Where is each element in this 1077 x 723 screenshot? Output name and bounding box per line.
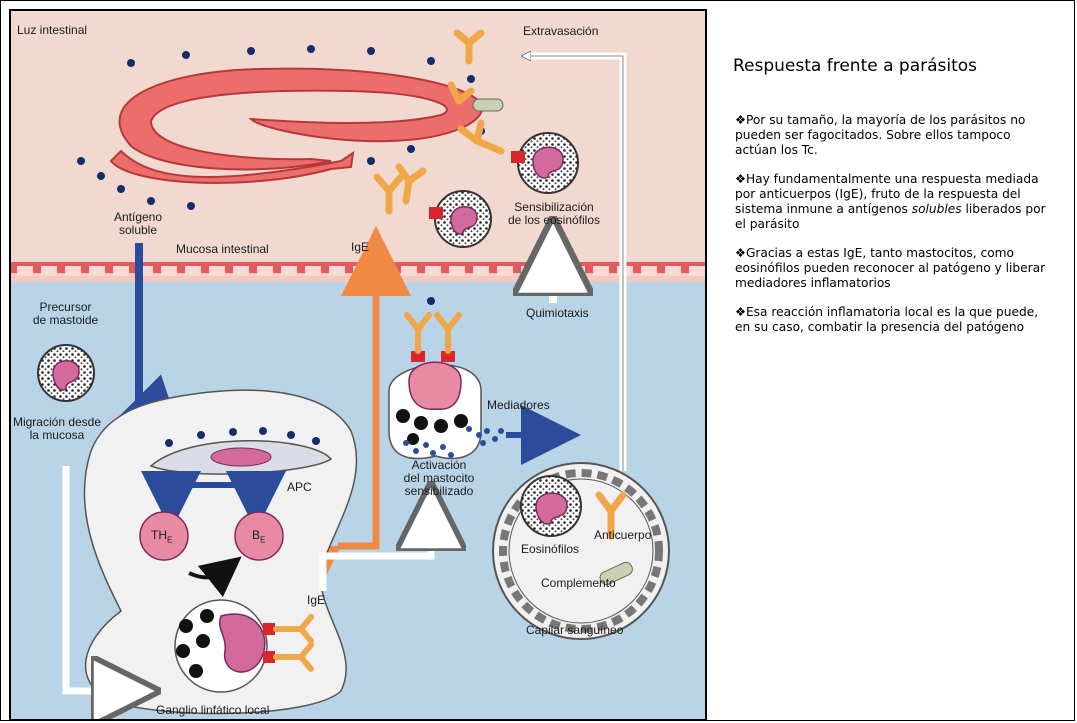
complement-fragment-lumen: [473, 99, 503, 111]
bullet-2-symbol: ❖: [735, 172, 746, 186]
bullet-2: ❖Hay fundamentalmente una respuesta medi…: [735, 172, 1055, 232]
label-extravasacion: Extravasación: [523, 25, 598, 38]
label-antigeno-line2: soluble: [103, 224, 173, 237]
label-apc: APC: [287, 481, 312, 494]
label-precursor: Precursor de mastoide: [23, 301, 108, 327]
label-ige-top: IgE: [351, 241, 369, 254]
label-ganglio: Ganglio linfático local: [156, 704, 269, 717]
bullet-1-symbol: ❖: [735, 113, 746, 127]
bullet-3-symbol: ❖: [735, 246, 746, 260]
bullet-4-text: Esa reacción inflamatoria local es la qu…: [735, 305, 1038, 334]
slide-title: Respuesta frente a parásitos: [733, 56, 977, 76]
label-anticuerpo: Anticuerpo: [594, 529, 651, 542]
bullet-3-text: Gracias a estas IgE, tanto mastocitos, c…: [735, 246, 1045, 290]
label-th: THE: [151, 529, 172, 546]
label-capilar: Capilar sanguíneo: [526, 624, 623, 637]
bullet-3: ❖Gracias a estas IgE, tanto mastocitos, …: [735, 246, 1055, 291]
label-sensibilizacion: Sensibilización de los eosinófilos: [499, 201, 609, 227]
label-luz-intestinal: Luz intestinal: [17, 24, 87, 37]
label-activacion: Activación del mastocito sensibilizado: [379, 459, 499, 498]
label-b: BE: [252, 529, 265, 546]
bullet-2-italic: solubles: [912, 202, 962, 216]
label-antigeno: Antígeno soluble: [103, 211, 173, 237]
bullet-1-text: Por su tamaño, la mayoría de los parásit…: [735, 113, 1025, 157]
bullet-4: ❖Esa reacción inflamatoria local es la q…: [735, 305, 1055, 335]
label-migracion-line2: la mucosa: [11, 429, 103, 442]
label-th-sub: E: [167, 535, 172, 544]
label-mucosa: Mucosa intestinal: [176, 243, 269, 256]
bullet-list: ❖Por su tamaño, la mayoría de los parási…: [735, 113, 1055, 349]
label-mediadores: Mediadores: [487, 399, 550, 412]
label-b-sub: E: [260, 535, 265, 544]
label-complemento: Complemento: [541, 577, 616, 590]
label-sensibilizacion-line2: de los eosinófilos: [499, 214, 609, 227]
bullet-4-symbol: ❖: [735, 305, 746, 319]
label-activacion-line3: sensibilizado: [379, 485, 499, 498]
parasite-response-diagram: Luz intestinal Extravasación Antígeno so…: [9, 9, 707, 721]
label-quimiotaxis: Quimiotaxis: [526, 307, 589, 320]
eosinophil-capillary: [521, 476, 581, 536]
bullet-1: ❖Por su tamaño, la mayoría de los parási…: [735, 113, 1055, 158]
label-b-main: B: [252, 528, 260, 542]
label-eosinofilos: Eosinófilos: [521, 543, 579, 556]
label-ige-bottom: IgE: [307, 594, 325, 607]
label-th-main: TH: [151, 528, 167, 542]
diagram-illustration: [11, 11, 705, 719]
epithelium-band: [11, 262, 705, 282]
blood-capillary: [493, 463, 669, 639]
label-precursor-line2: de mastoide: [23, 314, 108, 327]
mast-precursor-cell: [38, 345, 94, 401]
label-migracion: Migración desde la mucosa: [11, 416, 103, 442]
